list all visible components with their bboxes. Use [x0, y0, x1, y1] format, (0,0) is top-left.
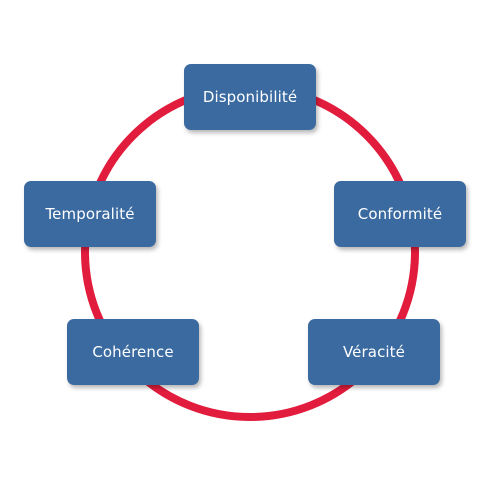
- node-coherence: Cohérence: [67, 319, 199, 385]
- node-label: Cohérence: [92, 343, 174, 361]
- node-label: Temporalité: [45, 205, 135, 223]
- node-conformite: Conformité: [334, 181, 466, 247]
- node-label: Disponibilité: [202, 88, 298, 106]
- node-label: Conformité: [357, 205, 443, 223]
- node-disponibilite: Disponibilité: [184, 64, 316, 130]
- node-temporalite: Temporalité: [24, 181, 156, 247]
- node-label: Véracité: [342, 343, 405, 361]
- node-veracite: Véracité: [308, 319, 440, 385]
